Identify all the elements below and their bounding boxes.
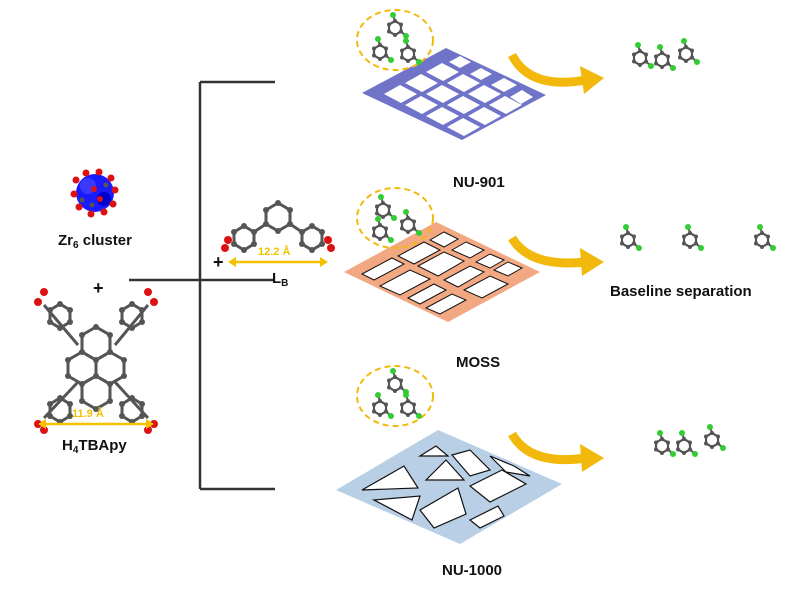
zr6-cluster-label: Zr6 cluster	[58, 232, 132, 251]
ligand-b-distance-arrow	[228, 257, 328, 267]
nu-901-framework	[362, 48, 546, 140]
ligand-b-atoms	[221, 200, 335, 253]
ligand-b-distance-label: 12.2 Å	[258, 246, 291, 258]
output-isomers-middle	[618, 222, 778, 253]
linker-distance-label: 11.9 Å	[72, 408, 104, 420]
elution-arrow-bottom	[508, 431, 604, 472]
plus-sign-right: +	[213, 252, 224, 272]
elution-arrow-middle	[508, 235, 604, 276]
elution-arrow-top	[507, 52, 604, 94]
mixture-circle-middle	[356, 187, 434, 249]
h4tbapy-label: H4TBApy	[62, 437, 127, 456]
output-isomers-bottom	[652, 422, 728, 459]
ligand-b-icon	[232, 201, 324, 252]
nu-1000-label: NU-1000	[442, 562, 503, 579]
nu-901-label: NU-901	[453, 174, 505, 191]
plus-sign-left: +	[93, 278, 104, 298]
nu-1000-framework	[336, 430, 562, 544]
baseline-separation-label: Baseline separation	[610, 283, 752, 300]
output-isomers-top	[630, 36, 702, 73]
ligand-b-label: LB	[272, 270, 289, 289]
zr6-cluster-icon	[70, 168, 119, 218]
mixture-circle-bottom	[356, 365, 434, 427]
moss-label: MOSS	[456, 354, 501, 371]
mixture-circle-top	[356, 9, 434, 71]
reaction-bracket	[129, 80, 275, 491]
linker-distance-arrow	[38, 419, 154, 429]
